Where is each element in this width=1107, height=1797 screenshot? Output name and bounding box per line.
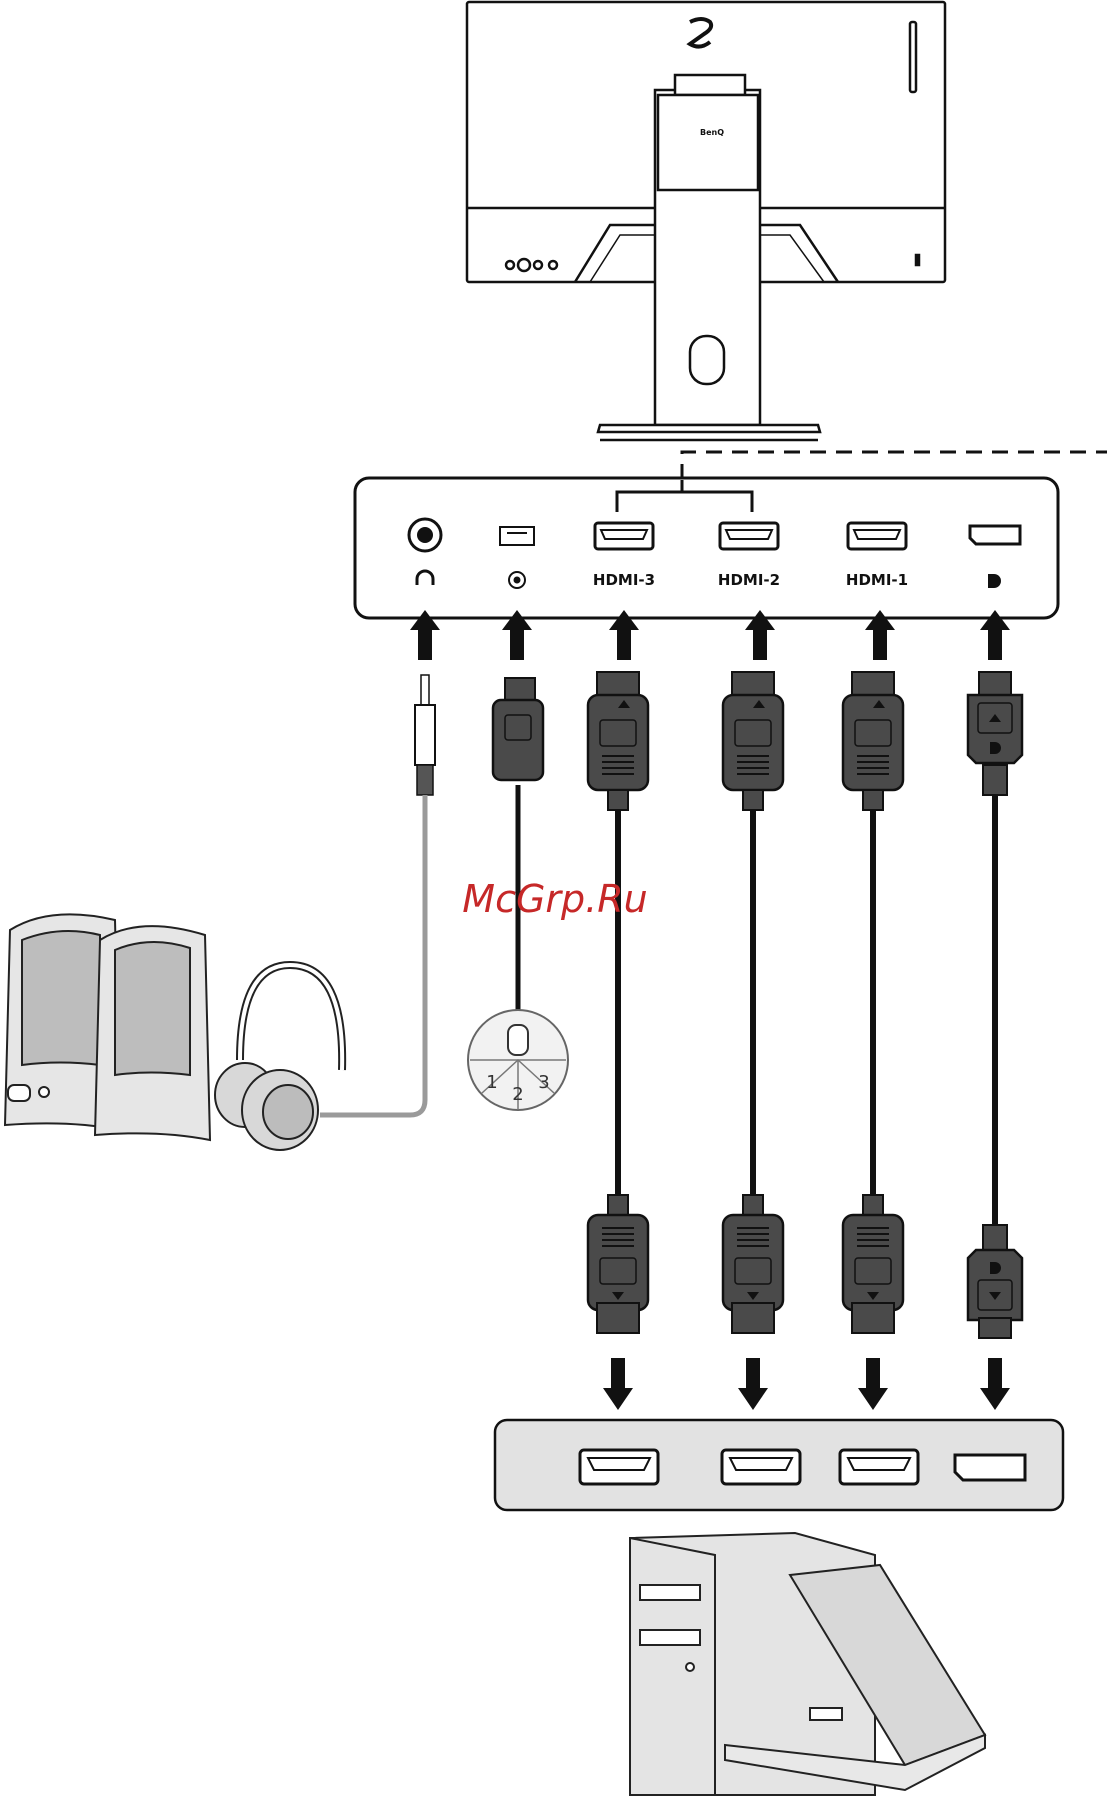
down-arrows	[603, 1358, 1010, 1410]
hdmi2-cable	[723, 672, 783, 1333]
audio-jack-connector	[320, 675, 435, 1115]
hdmi2-port	[720, 523, 778, 549]
hdmi1-port	[848, 523, 906, 549]
pc-port-panel	[495, 1420, 1063, 1510]
s-switch-puck: 1 2 3	[468, 1010, 568, 1110]
port-panel: HDMI-3 HDMI-2 HDMI-1	[355, 478, 1058, 618]
brand-logo: BenQ	[700, 128, 724, 137]
hdmi3-cable	[588, 672, 648, 1333]
displayport-cable	[968, 672, 1022, 1338]
hdmi2-label: HDMI-2	[718, 571, 780, 589]
s-switch-button-2: 2	[512, 1084, 523, 1105]
hdmi3-port	[595, 523, 653, 549]
speakers	[5, 914, 210, 1140]
s-switch-connector	[493, 678, 543, 1010]
watermark: McGrp.Ru	[462, 877, 647, 921]
s-switch-button-3: 3	[538, 1072, 549, 1093]
monitor-rear	[467, 2, 945, 440]
s-switch-button-1: 1	[486, 1072, 497, 1093]
hdmi1-cable	[843, 672, 903, 1333]
hdmi1-label: HDMI-1	[846, 571, 908, 589]
headphones	[215, 965, 342, 1150]
hdmi3-label: HDMI-3	[593, 571, 655, 589]
zoom-indicator	[682, 452, 1107, 480]
